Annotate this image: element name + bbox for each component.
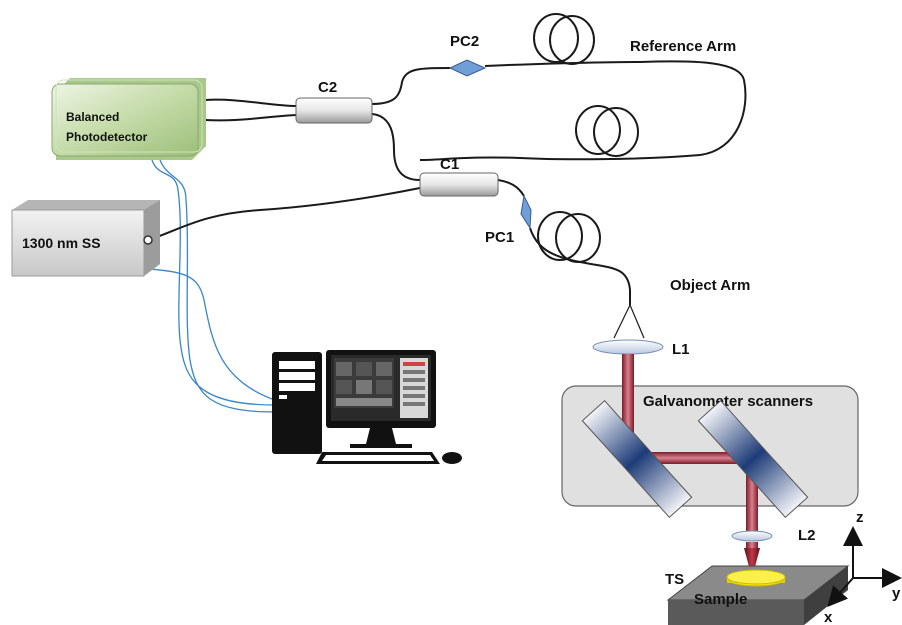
reference-fiber-coil-top: [533, 13, 595, 65]
fibers: [147, 60, 747, 305]
galvo-mirror-2: [697, 399, 809, 519]
fiber-fan-l1: [613, 304, 645, 339]
pc1-label: PC1: [485, 229, 514, 246]
c2-label: C2: [318, 79, 337, 96]
ts-label: TS: [665, 571, 684, 588]
bpd-label-line2: Photodetector: [66, 130, 148, 144]
pc2-label: PC2: [450, 33, 479, 50]
coupler-c2: C2: [295, 79, 373, 124]
balanced-photodetector: Balanced Photodetector: [51, 78, 206, 160]
signal-cables: [139, 159, 276, 413]
z-axis-label: z: [856, 509, 864, 526]
y-axis-label: y: [892, 585, 901, 602]
reference-fiber-coil-mid: [575, 105, 639, 157]
x-axis-label: x: [824, 609, 833, 625]
galvo-mirror-1: [581, 399, 693, 519]
monitor-screen-content: [334, 358, 428, 418]
coupler-c1: C1: [419, 156, 499, 197]
lens-l1: [592, 339, 664, 355]
desktop-computer-icon: [272, 350, 462, 464]
coordinate-axes: [827, 526, 902, 607]
object-fiber-coil: [537, 211, 601, 263]
bpd-to-computer-cable: [151, 159, 276, 406]
source-to-computer-cable: [139, 267, 276, 401]
galvanometer-label: Galvanometer scanners: [643, 393, 813, 410]
bpd-to-computer-cable-2: [159, 159, 276, 413]
swept-source: 1300 nm SS: [11, 200, 160, 277]
polarization-controller-pc1: PC1: [485, 194, 532, 246]
sample-stage: [666, 565, 850, 625]
reference-arm-label: Reference Arm: [630, 38, 736, 55]
source-label: 1300 nm SS: [22, 235, 101, 251]
c1-label: C1: [440, 156, 459, 173]
lens-l2: [731, 530, 773, 542]
l2-label: L2: [798, 527, 816, 544]
bpd-label-line1: Balanced: [66, 110, 119, 124]
object-arm-label: Object Arm: [670, 277, 750, 294]
sample-label: Sample: [694, 591, 747, 608]
x-axis-arrow: [827, 577, 854, 607]
l1-label: L1: [672, 341, 690, 358]
polarization-controller-pc2: PC2: [448, 33, 487, 77]
